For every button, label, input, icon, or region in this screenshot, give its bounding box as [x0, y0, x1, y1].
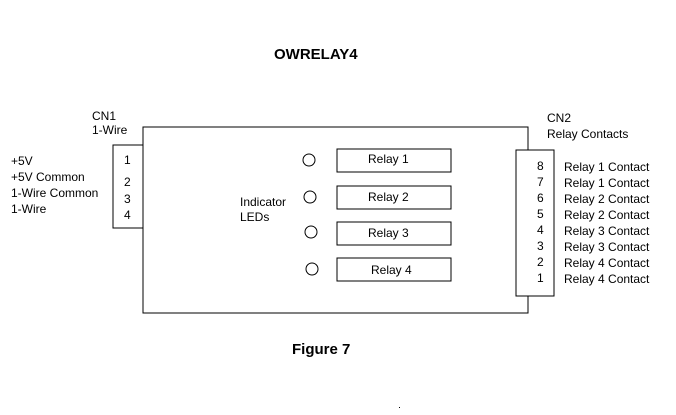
cn2-signal: Relay 1 Contact — [564, 160, 650, 174]
cn2-signal: Relay 2 Contact — [564, 208, 650, 222]
cn1-signal: +5V Common — [11, 170, 85, 184]
cn2-signal: Relay 3 Contact — [564, 224, 650, 238]
cn2-signal: Relay 2 Contact — [564, 192, 650, 206]
stray-mark — [399, 407, 400, 408]
cn1-type: 1-Wire — [92, 123, 128, 137]
relay-label: Relay 4 — [371, 263, 412, 277]
cn2-connector — [515, 149, 555, 297]
cn2-pin: 4 — [537, 223, 544, 237]
cn1-connector — [112, 144, 144, 229]
cn2-signal: Relay 4 Contact — [564, 272, 650, 286]
led-2 — [303, 190, 317, 204]
cn1-signal: 1-Wire Common — [11, 186, 99, 200]
relay-1-box — [336, 148, 452, 173]
relay-label: Relay 1 — [368, 152, 409, 166]
cn1-pin: 3 — [124, 192, 131, 206]
cn2-pin: 8 — [537, 159, 544, 173]
board-outline — [142, 126, 529, 314]
cn2-signal: Relay 1 Contact — [564, 176, 650, 190]
led-3 — [304, 225, 318, 239]
led-1 — [302, 153, 316, 167]
cn1-signal: 1-Wire — [11, 202, 47, 216]
relay-label: Relay 2 — [368, 190, 409, 204]
relay-2-box — [336, 185, 452, 210]
indicator-label: Indicator — [240, 195, 287, 209]
indicator-label: LEDs — [240, 210, 270, 224]
relay-label: Relay 3 — [368, 226, 409, 240]
cn2-type: Relay Contacts — [547, 127, 629, 141]
cn2-signal: Relay 3 Contact — [564, 240, 650, 254]
cn1-signal: +5V — [11, 154, 33, 168]
cn2-name: CN2 — [547, 111, 572, 125]
cn2-pin: 2 — [537, 255, 544, 269]
cn2-pin: 6 — [537, 191, 544, 205]
figure-caption: Figure 7 — [292, 341, 351, 358]
relay-3-box — [336, 221, 452, 246]
cn2-pin: 3 — [537, 239, 544, 253]
relay-4-box — [336, 257, 452, 282]
cn1-name: CN1 — [92, 109, 117, 123]
led-4 — [305, 262, 319, 276]
cn2-pin: 5 — [537, 207, 544, 221]
cn1-pin: 1 — [124, 153, 131, 167]
cn1-pin: 2 — [124, 175, 131, 189]
cn2-signal: Relay 4 Contact — [564, 256, 650, 270]
diagram-title: OWRELAY4 — [274, 46, 358, 63]
cn2-pin: 7 — [537, 175, 544, 189]
cn2-pin: 1 — [537, 271, 544, 285]
cn1-pin: 4 — [124, 208, 131, 222]
